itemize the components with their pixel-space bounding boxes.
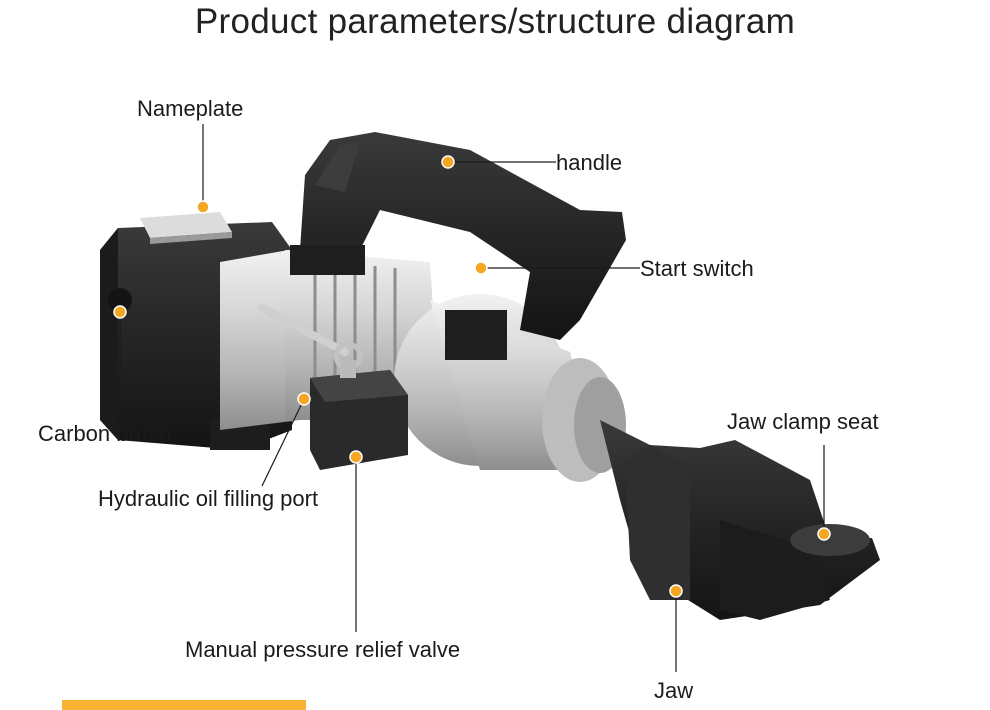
marker-carbon-brush: [113, 305, 127, 319]
leader-hydraulic-port: [261, 398, 305, 487]
handle-body: [290, 132, 626, 360]
carbon-brush-cap: [108, 288, 132, 312]
label-relief-valve: Manual pressure relief valve: [185, 637, 461, 662]
leader-lines: [119, 124, 825, 672]
label-start-switch: Start switch: [640, 256, 754, 281]
marker-hydraulic-port: [297, 392, 311, 406]
label-jaw-clamp-seat: Jaw clamp seat: [727, 409, 879, 434]
marker-relief-valve: [349, 450, 363, 464]
marker-nameplate: [196, 200, 210, 214]
label-handle: handle: [556, 150, 623, 175]
label-carbon-brush: Carbon brush: [38, 421, 172, 446]
label-jaw: Jaw: [654, 678, 694, 703]
marker-jaw-clamp: [817, 527, 831, 541]
page-title: Product parameters/structure diagram: [194, 2, 796, 41]
marker-start-switch: [474, 261, 488, 275]
marker-handle: [441, 155, 455, 169]
valve-block: [258, 304, 408, 470]
nameplate-plate: [140, 212, 232, 244]
label-hydraulic-oil-port: Hydraulic oil filling port: [98, 486, 319, 511]
marker-jaw: [669, 584, 683, 598]
label-nameplate: Nameplate: [137, 96, 244, 121]
jaw-assembly: [600, 420, 880, 620]
marker-dots: [113, 155, 831, 598]
accent-bar: [62, 700, 306, 710]
